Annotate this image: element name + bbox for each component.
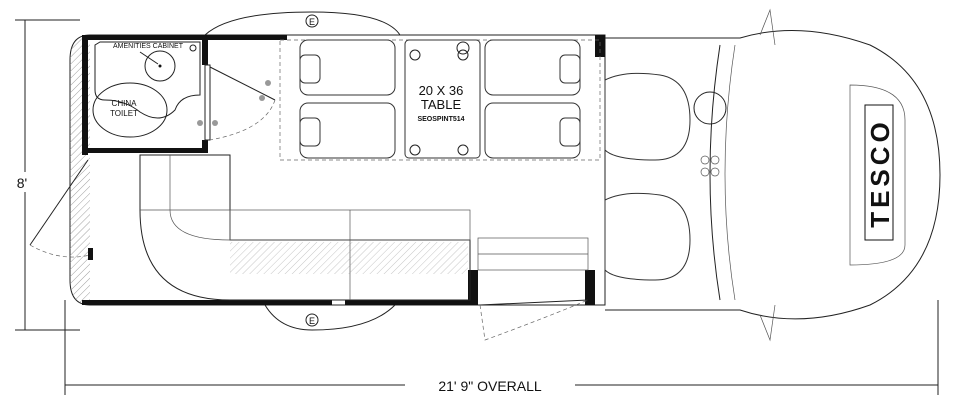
- dinette: [279, 39, 601, 161]
- driver-seat: [604, 72, 691, 161]
- table-size-label: 20 X 36: [419, 83, 464, 98]
- exit-marker-bottom: [305, 313, 319, 327]
- exit-label-top: E: [309, 17, 315, 27]
- exit-marker-top: [305, 14, 319, 28]
- toilet-label-line2: TOILET: [110, 109, 138, 118]
- table: [404, 39, 481, 159]
- entry-door[interactable]: [477, 237, 589, 341]
- amenities-cabinet-label: AMENITIES CABINET: [113, 43, 184, 50]
- exit-label-bottom: E: [309, 316, 315, 326]
- table-code: SEOSPINT514: [417, 116, 464, 123]
- sink: [144, 50, 176, 82]
- toilet: [92, 82, 168, 138]
- length-dimension-label: 21' 9" OVERALL: [438, 378, 542, 394]
- tesco-logo: TESCO: [864, 104, 895, 241]
- table-label: TABLE: [421, 97, 462, 112]
- bottom-bump: [264, 304, 396, 331]
- l-sofa: [139, 154, 471, 301]
- svg-text:TESCO: TESCO: [865, 118, 895, 228]
- top-bump: [204, 11, 401, 36]
- cab: [604, 8, 941, 342]
- width-dimension-label: 8': [17, 175, 27, 191]
- steering-wheel: [693, 91, 727, 125]
- amenities-cabinet: [94, 41, 201, 119]
- passenger-seat: [604, 192, 691, 281]
- bathroom-door[interactable]: [197, 64, 276, 141]
- toilet-label-line1: CHINA: [112, 99, 138, 108]
- rear-door[interactable]: [29, 159, 91, 258]
